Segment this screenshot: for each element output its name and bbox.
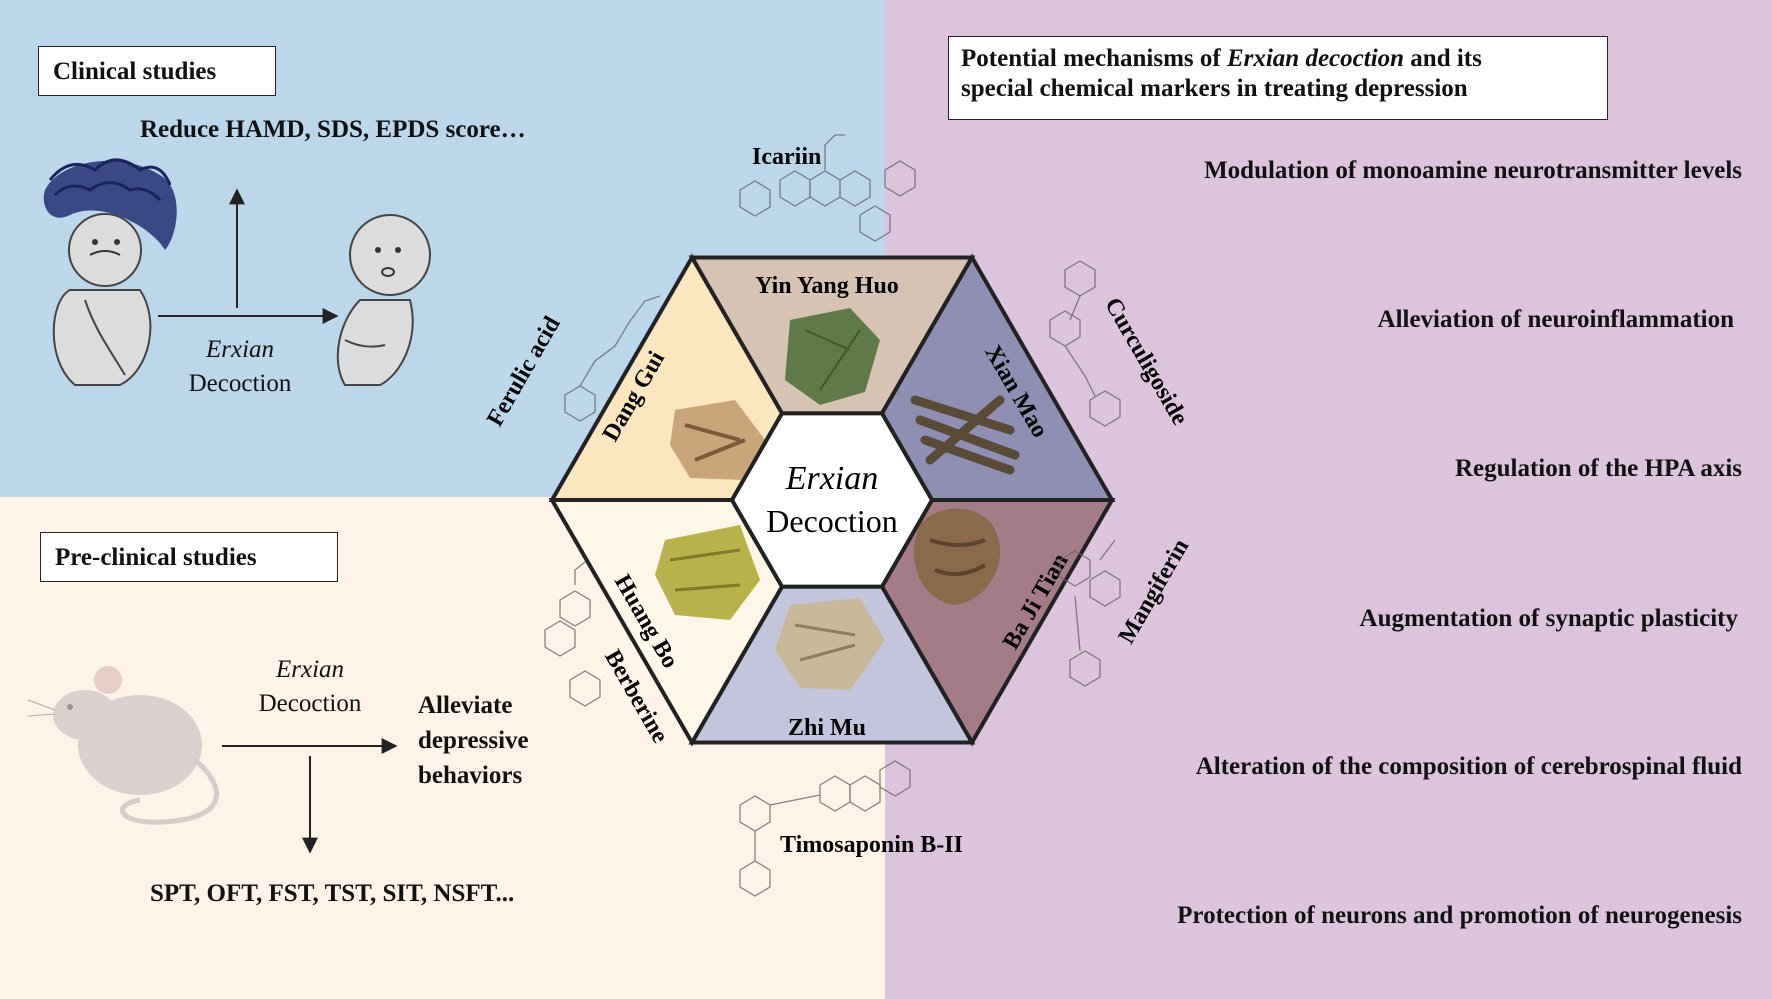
preclinical-treatment-line1: Erxian [275,656,345,683]
timosaponin-structure [739,760,911,897]
clinical-studies-title: Clinical studies [38,46,276,96]
herb-label-yin-yang-huo: Yin Yang Huo [755,273,899,299]
curculigoside-structure [1049,260,1121,427]
xian-mao-roots-image [910,395,1020,475]
mechanisms-title-part2: and its [1404,45,1482,72]
herb-hexagon: Erxian Decoction Yin Yang Huo Zhi Mu Xia… [548,253,1116,747]
mechanism-item: Augmentation of synaptic plasticity [1359,605,1738,632]
clinical-treatment-line2: Decoction [188,370,292,397]
center-title-line1: Erxian [785,460,879,497]
preclinical-arrows [222,738,398,854]
preclinical-studies-title: Pre-clinical studies [40,532,338,582]
depressed-person-icon [43,158,177,386]
ba-ji-tian-roots-image [914,508,1001,605]
preclinical-treatment-line2: Decoction [258,690,362,717]
dang-gui-root-image [670,400,765,480]
clinical-treatment-line1: Erxian [205,336,275,363]
mangiferin-structure [1059,539,1121,687]
clinical-outcome: Reduce HAMD, SDS, EPDS score… [140,116,526,143]
recovered-person-icon [336,214,431,386]
clinical-arrows [158,188,339,324]
mechanism-item: Regulation of the HPA axis [1454,455,1742,482]
mechanisms-title-italic: Erxian decoction [1226,45,1405,72]
mechanism-item: Modulation of monoamine neurotransmitter… [1204,157,1742,184]
center-title-line2: Decoction [766,503,898,539]
yin-yang-huo-leaves-image [785,308,880,405]
compound-label-timosaponin: Timosaponin B-II [780,832,963,858]
huang-bo-slices-image [655,525,760,620]
icariin-structure [739,134,916,242]
mechanism-item: Alteration of the composition of cerebro… [1195,753,1742,780]
ferulic-acid-structure [564,295,661,422]
mouse-icon [27,666,219,825]
mechanisms-title-part1: Potential mechanisms of [961,45,1227,72]
zhi-mu-slices-image [775,598,885,690]
compound-label-curculigoside: Curculigoside [1099,293,1193,429]
mechanism-item: Protection of neurons and promotion of n… [1177,902,1742,929]
center-hexagon [729,411,935,589]
mechanisms-title-line2: special chemical markers in treating dep… [961,75,1468,102]
compound-label-icariin: Icariin [752,144,821,170]
preclinical-effect-line3: behaviors [418,762,523,789]
berberine-structure [544,561,601,707]
mechanism-item: Alleviation of neuroinflammation [1377,306,1734,333]
preclinical-effect-line2: depressive [418,727,529,754]
mechanisms-title-box: Potential mechanisms of Erxian decoction… [948,36,1608,120]
compound-label-ferulic-acid: Ferulic acid [482,312,566,431]
preclinical-tests: SPT, OFT, FST, TST, SIT, NSFT... [150,880,515,907]
herb-label-zhi-mu: Zhi Mu [788,715,866,741]
compound-label-mangiferin: Mangiferin [1114,535,1195,648]
preclinical-effect-line1: Alleviate [418,692,513,719]
